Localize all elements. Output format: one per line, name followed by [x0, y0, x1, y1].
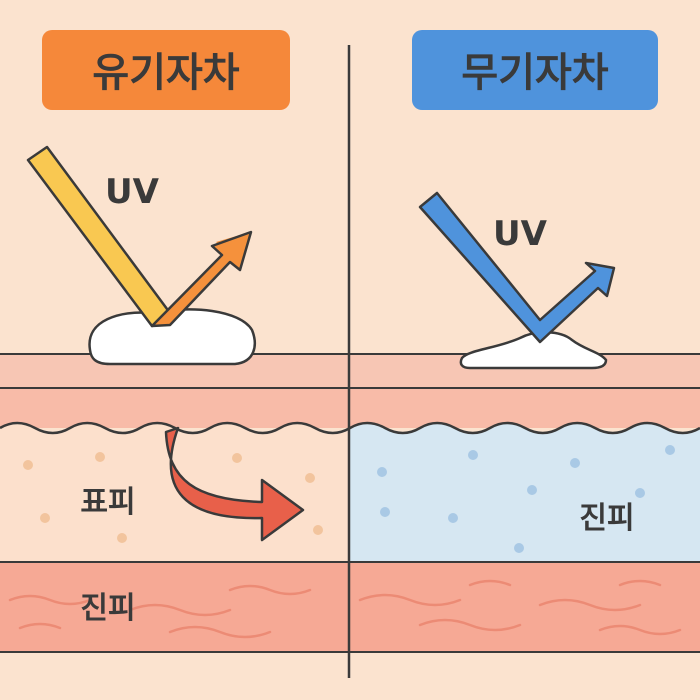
inorganic-layer-right	[350, 423, 700, 562]
organic-title: 유기자차	[92, 50, 239, 96]
epidermis-layer-left	[0, 423, 350, 562]
dermis-label: 진피	[80, 591, 135, 626]
inorganic-layer-label: 진피	[579, 501, 634, 536]
inorganic-title: 무기자차	[461, 50, 608, 96]
epidermis-label: 표피	[80, 485, 135, 520]
organic-uv-label: UV	[105, 172, 160, 212]
inorganic-uv-label: UV	[493, 214, 548, 254]
